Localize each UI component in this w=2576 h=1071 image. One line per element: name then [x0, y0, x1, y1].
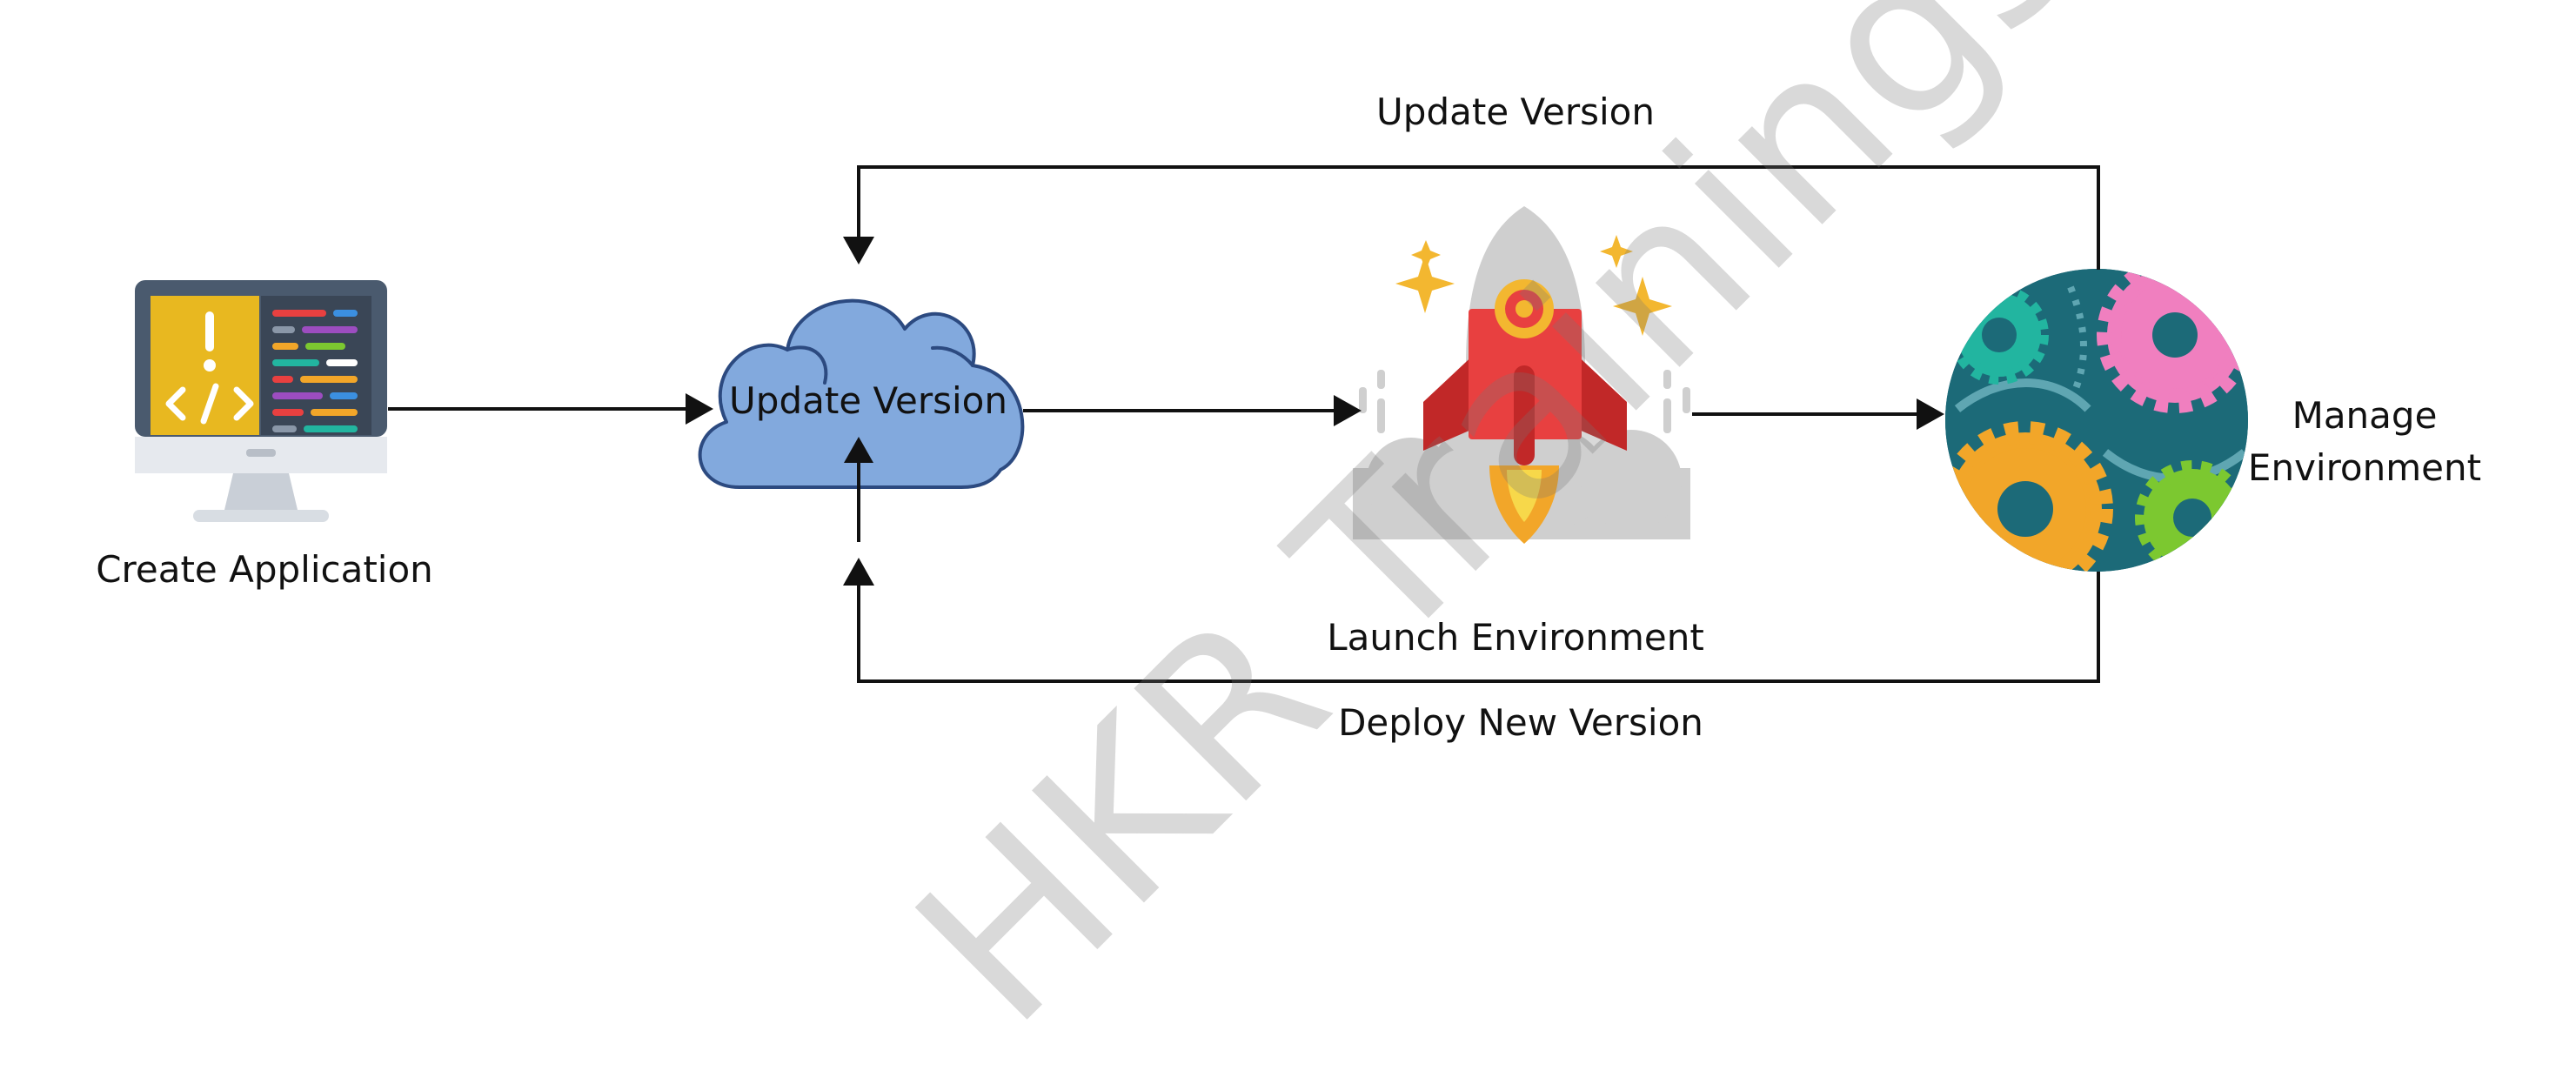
rocket-icon — [1353, 206, 1690, 544]
arrow-bottom-loop — [843, 558, 2100, 683]
manage-label-line2: Environment — [2247, 446, 2482, 489]
cloud-label: Update Version — [729, 379, 1007, 422]
top-loop-label: Update Version — [1376, 90, 1655, 133]
diagram-canvas — [135, 165, 2248, 683]
manage-environment-label: Manage Environment — [2248, 390, 2481, 494]
monitor-code-icon — [135, 280, 387, 522]
arrow-create-to-cloud — [388, 393, 713, 425]
gears-icon — [1945, 269, 2248, 572]
create-application-label: Create Application — [96, 548, 433, 591]
cloud-icon — [698, 298, 1025, 489]
launch-environment-label: Launch Environment — [1327, 616, 1704, 659]
bottom-loop-label: Deploy New Version — [1338, 701, 1703, 744]
arrow-top-loop — [843, 165, 2100, 270]
manage-label-line1: Manage — [2292, 394, 2438, 437]
arrow-cloud-to-launch — [1023, 395, 1362, 426]
arrow-into-cloud-bottom — [844, 437, 873, 542]
arrow-launch-to-manage — [1692, 398, 1944, 430]
